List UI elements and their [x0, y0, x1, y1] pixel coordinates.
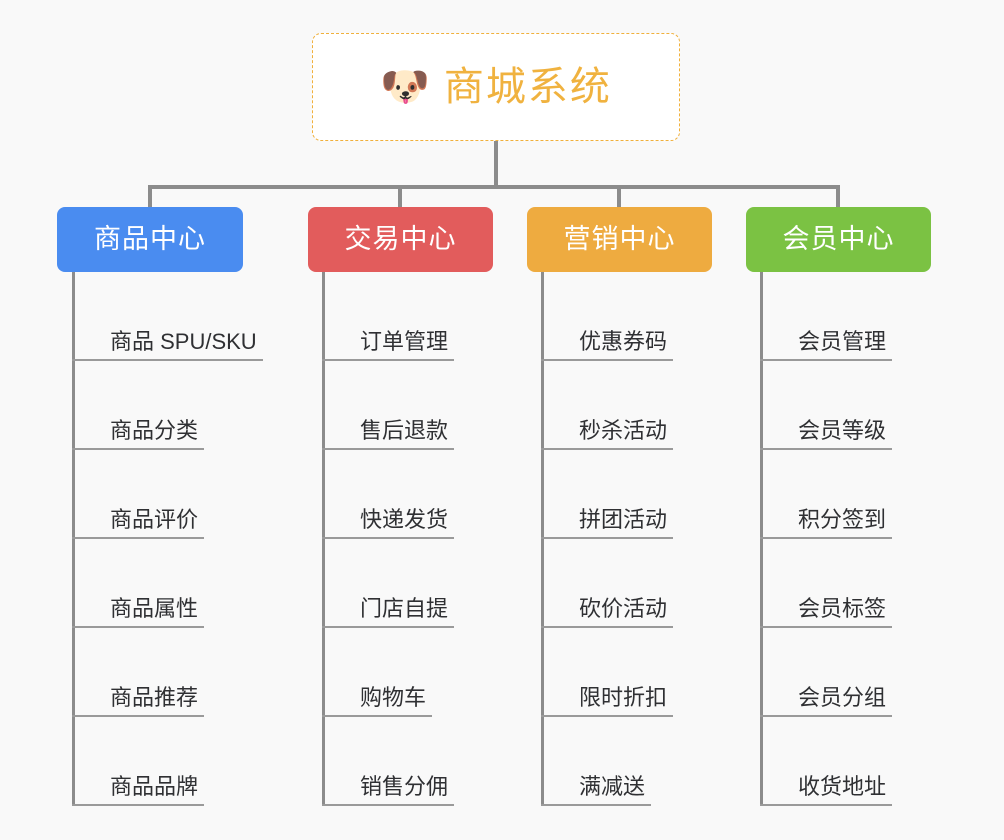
leaf-underline [72, 804, 204, 806]
leaf-item[interactable]: 会员标签 [760, 539, 892, 628]
leaf-underline [322, 359, 454, 361]
root-stem-line [494, 141, 498, 187]
leaf-label: 满减送 [579, 774, 646, 799]
leaf-underline [760, 448, 892, 450]
category-label: 营销中心 [563, 224, 676, 254]
root-node[interactable]: 🐶 商城系统 [312, 33, 680, 141]
leaf-underline [322, 537, 454, 539]
leaf-underline [541, 537, 673, 539]
branch-drop-line-4 [836, 185, 840, 209]
leaf-label: 商品品牌 [110, 774, 199, 799]
leaf-label: 售后退款 [360, 418, 449, 443]
leaf-label: 商品评价 [110, 507, 199, 532]
leaf-item[interactable]: 会员分组 [760, 628, 892, 717]
column-trunk-line [760, 272, 763, 806]
leaf-item[interactable]: 商品 SPU/SKU [72, 272, 263, 361]
leaf-label: 门店自提 [360, 596, 449, 621]
leaf-item[interactable]: 商品属性 [72, 539, 204, 628]
leaf-item[interactable]: 积分签到 [760, 450, 892, 539]
column-trunk-line [72, 272, 75, 806]
leaf-underline [541, 626, 673, 628]
leaf-underline [322, 626, 454, 628]
leaf-underline [760, 804, 892, 806]
leaf-underline [760, 626, 892, 628]
leaf-label: 商品推荐 [110, 685, 199, 710]
leaf-item[interactable]: 优惠券码 [541, 272, 673, 361]
root-title: 商城系统 [443, 65, 612, 109]
leaf-underline [322, 448, 454, 450]
leaf-label: 商品分类 [110, 418, 199, 443]
branch-drop-line-3 [617, 185, 621, 209]
leaf-label: 会员管理 [798, 329, 887, 354]
leaf-underline [541, 715, 673, 717]
category-label: 交易中心 [344, 224, 457, 254]
leaf-item[interactable]: 门店自提 [322, 539, 454, 628]
leaf-underline [72, 715, 204, 717]
leaf-underline [760, 537, 892, 539]
leaf-label: 收货地址 [798, 774, 887, 799]
category-box-product-center[interactable]: 商品中心 [57, 207, 243, 272]
leaf-item[interactable]: 商品推荐 [72, 628, 204, 717]
leaf-underline [322, 715, 432, 717]
leaf-item[interactable]: 满减送 [541, 717, 651, 806]
category-box-trade-center[interactable]: 交易中心 [308, 207, 493, 272]
leaf-underline [541, 448, 673, 450]
leaf-item[interactable]: 商品分类 [72, 361, 204, 450]
category-label: 会员中心 [782, 224, 895, 254]
leaf-label: 会员分组 [798, 685, 887, 710]
leaf-item[interactable]: 会员管理 [760, 272, 892, 361]
leaf-underline [322, 804, 454, 806]
leaf-item[interactable]: 限时折扣 [541, 628, 673, 717]
leaf-label: 限时折扣 [579, 685, 668, 710]
leaf-label: 秒杀活动 [579, 418, 668, 443]
leaf-label: 订单管理 [360, 329, 449, 354]
leaf-item[interactable]: 快递发货 [322, 450, 454, 539]
leaf-item[interactable]: 商品评价 [72, 450, 204, 539]
column-trunk-line [541, 272, 544, 806]
leaf-item[interactable]: 拼团活动 [541, 450, 673, 539]
category-box-marketing-center[interactable]: 营销中心 [527, 207, 712, 272]
leaf-label: 优惠券码 [579, 329, 668, 354]
leaf-label: 购物车 [360, 685, 427, 710]
leaf-item[interactable]: 订单管理 [322, 272, 454, 361]
leaf-label: 商品 SPU/SKU [110, 329, 257, 354]
leaf-label: 销售分佣 [360, 774, 449, 799]
branch-bus-line [148, 185, 840, 189]
leaf-label: 会员等级 [798, 418, 887, 443]
leaf-underline [541, 804, 651, 806]
leaf-label: 积分签到 [798, 507, 887, 532]
leaf-underline [72, 626, 204, 628]
leaf-underline [72, 359, 263, 361]
leaf-item[interactable]: 收货地址 [760, 717, 892, 806]
leaf-item[interactable]: 购物车 [322, 628, 432, 717]
column-trunk-line [322, 272, 325, 806]
leaf-underline [72, 537, 204, 539]
leaf-underline [760, 715, 892, 717]
leaf-underline [72, 448, 204, 450]
leaf-item[interactable]: 售后退款 [322, 361, 454, 450]
leaf-label: 商品属性 [110, 596, 199, 621]
leaf-underline [760, 359, 892, 361]
leaf-label: 快递发货 [360, 507, 449, 532]
category-box-member-center[interactable]: 会员中心 [746, 207, 931, 272]
leaf-underline [541, 359, 673, 361]
category-label: 商品中心 [94, 224, 206, 254]
branch-drop-line-2 [398, 185, 402, 209]
leaf-label: 砍价活动 [579, 596, 668, 621]
shiba-dog-face-icon: 🐶 [380, 65, 430, 109]
leaf-label: 会员标签 [798, 596, 887, 621]
leaf-item[interactable]: 销售分佣 [322, 717, 454, 806]
leaf-item[interactable]: 商品品牌 [72, 717, 204, 806]
leaf-item[interactable]: 会员等级 [760, 361, 892, 450]
leaf-label: 拼团活动 [579, 507, 668, 532]
branch-drop-line-1 [148, 185, 152, 209]
leaf-item[interactable]: 秒杀活动 [541, 361, 673, 450]
leaf-item[interactable]: 砍价活动 [541, 539, 673, 628]
